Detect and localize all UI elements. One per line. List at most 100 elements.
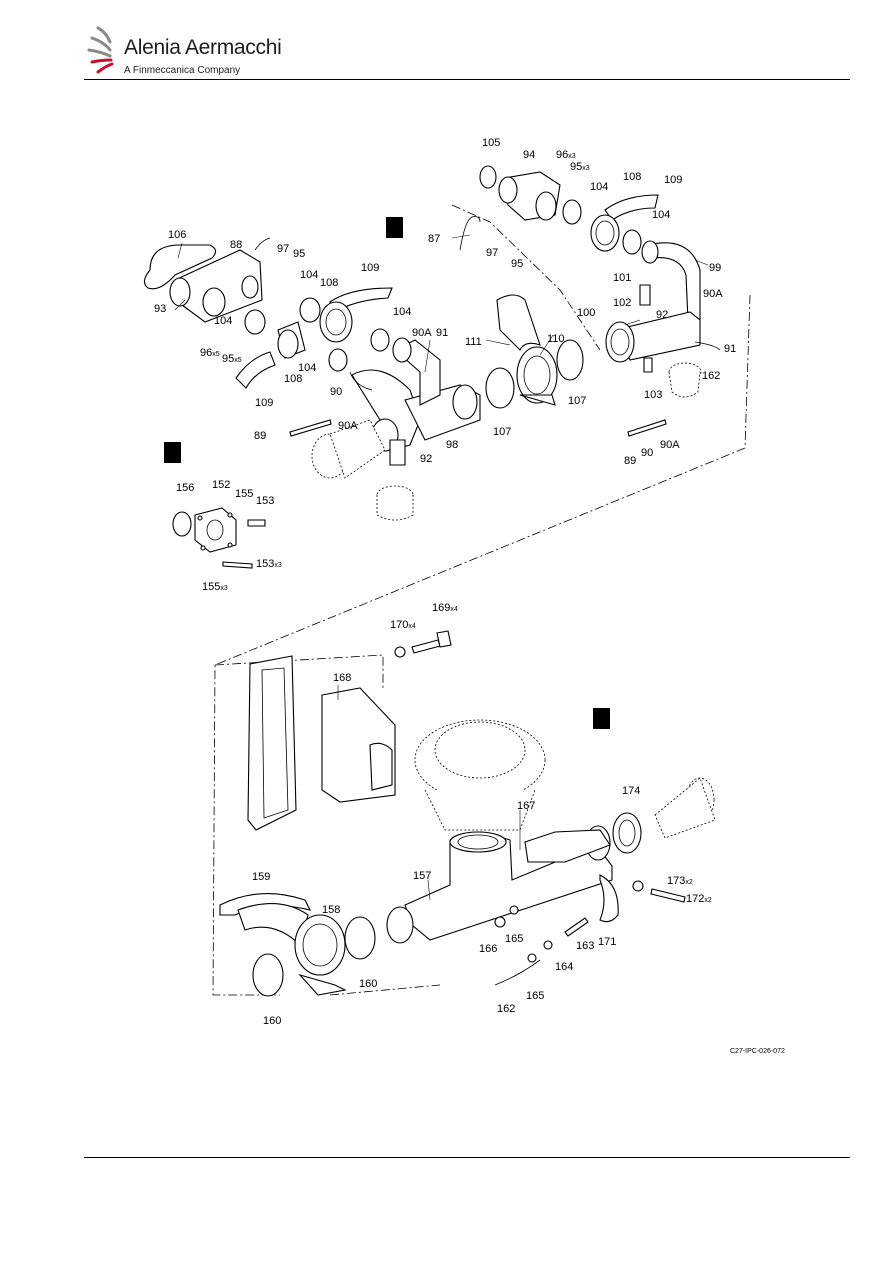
callout-105: 105 bbox=[482, 137, 500, 149]
callout-87: 87 bbox=[428, 233, 440, 245]
leader-lines bbox=[174, 234, 709, 901]
callout-96-x3: 96x3 bbox=[556, 149, 576, 161]
callout-159: 159 bbox=[252, 871, 270, 883]
callout-91: 91 bbox=[724, 343, 736, 355]
logo-mark-icon bbox=[87, 26, 114, 74]
callout-156: 156 bbox=[176, 482, 194, 494]
callout-111: 111 bbox=[465, 336, 482, 348]
logo-company-name: Alenia Aermacchi bbox=[124, 36, 282, 59]
callout-108: 108 bbox=[284, 373, 302, 385]
view-f-label: F bbox=[167, 446, 176, 463]
callout-89: 89 bbox=[254, 430, 266, 442]
view-e-tag bbox=[386, 217, 403, 238]
callout-104: 104 bbox=[298, 362, 316, 374]
callout-165: 165 bbox=[505, 933, 523, 945]
view-g-assembly bbox=[219, 630, 716, 997]
callout-multiplier: x3 bbox=[568, 153, 576, 160]
callout-164: 164 bbox=[555, 961, 573, 973]
view-g-label: G bbox=[595, 712, 607, 729]
callout-100: 100 bbox=[577, 307, 595, 319]
callout-155-x3: 155x3 bbox=[202, 581, 228, 593]
callout-162: 162 bbox=[497, 1003, 515, 1015]
callout-171: 171 bbox=[598, 936, 616, 948]
callout-91: 91 bbox=[436, 327, 448, 339]
callout-94: 94 bbox=[523, 149, 535, 161]
callout-101: 101 bbox=[613, 272, 631, 284]
callout-153-x3: 153x3 bbox=[256, 558, 282, 570]
view-e-label: E bbox=[389, 221, 399, 238]
callout-155: 155 bbox=[235, 488, 253, 500]
logo-company-subtitle: A Finmeccanica Company bbox=[124, 65, 241, 76]
callout-multiplier: x4 bbox=[408, 623, 416, 630]
header-rule bbox=[84, 79, 850, 80]
callout-158: 158 bbox=[322, 904, 340, 916]
callout-92: 92 bbox=[420, 453, 432, 465]
callout-90A: 90A bbox=[412, 327, 432, 339]
callout-173-x2: 173x2 bbox=[667, 875, 693, 887]
callout-172-x2: 172x2 bbox=[686, 893, 712, 905]
callout-95: 95 bbox=[293, 248, 305, 260]
footer-rule bbox=[84, 1157, 850, 1158]
callout-96-x5: 96x5 bbox=[200, 347, 220, 359]
callout-166: 166 bbox=[479, 943, 497, 955]
company-logo: Alenia Aermacchi A Finmeccanica Company bbox=[84, 22, 304, 80]
view-f-tag bbox=[164, 442, 181, 463]
callout-92: 92 bbox=[656, 309, 668, 321]
view-e-assembly bbox=[143, 165, 721, 521]
callout-88: 88 bbox=[230, 239, 242, 251]
callout-168: 168 bbox=[333, 672, 351, 684]
callout-89: 89 bbox=[624, 455, 636, 467]
callout-174: 174 bbox=[622, 785, 640, 797]
callout-multiplier: x2 bbox=[704, 897, 712, 904]
callout-multiplier: x5 bbox=[212, 351, 220, 358]
callout-97: 97 bbox=[277, 243, 289, 255]
callout-multiplier: x4 bbox=[450, 606, 458, 613]
callout-107: 107 bbox=[493, 426, 511, 438]
callout-108: 108 bbox=[623, 171, 641, 183]
callout-98: 98 bbox=[446, 439, 458, 451]
callout-153: 153 bbox=[256, 495, 274, 507]
callout-93: 93 bbox=[154, 303, 166, 315]
callout-110: 110 bbox=[547, 333, 565, 345]
callout-108: 108 bbox=[320, 277, 338, 289]
callout-163: 163 bbox=[576, 940, 594, 952]
callout-103: 103 bbox=[644, 389, 662, 401]
callout-90A: 90A bbox=[703, 288, 723, 300]
callout-95-x3: 95x3 bbox=[570, 161, 590, 173]
callout-107: 107 bbox=[568, 395, 586, 407]
callout-165: 165 bbox=[526, 990, 544, 1002]
callout-109: 109 bbox=[664, 174, 682, 186]
callout-160: 160 bbox=[359, 978, 377, 990]
callout-multiplier: x3 bbox=[220, 585, 228, 592]
callout-90: 90 bbox=[641, 447, 653, 459]
callout-170-x4: 170x4 bbox=[390, 619, 416, 631]
callout-109: 109 bbox=[255, 397, 273, 409]
callout-104: 104 bbox=[214, 315, 232, 327]
callout-167: 167 bbox=[517, 800, 535, 812]
callout-104: 104 bbox=[652, 209, 670, 221]
callout-157: 157 bbox=[413, 870, 431, 882]
callout-102: 102 bbox=[613, 297, 631, 309]
callout-104: 104 bbox=[300, 269, 318, 281]
callout-multiplier: x5 bbox=[234, 357, 242, 364]
callout-90A: 90A bbox=[660, 439, 680, 451]
callout-multiplier: x3 bbox=[274, 562, 282, 569]
view-f-assembly bbox=[172, 507, 266, 569]
callout-95-x5: 95x5 bbox=[222, 353, 242, 365]
callout-99: 99 bbox=[709, 262, 721, 274]
callout-160: 160 bbox=[263, 1015, 281, 1027]
callout-104: 104 bbox=[393, 306, 411, 318]
callout-90: 90 bbox=[330, 386, 342, 398]
callout-90A: 90A bbox=[338, 420, 358, 432]
callout-multiplier: x3 bbox=[582, 165, 590, 172]
callout-162: 162 bbox=[702, 370, 720, 382]
figure-reference: C27-IPC-026-072 bbox=[730, 1048, 785, 1055]
callout-104: 104 bbox=[590, 181, 608, 193]
view-g-tag bbox=[593, 708, 610, 729]
callout-multiplier: x2 bbox=[685, 879, 693, 886]
callout-152: 152 bbox=[212, 479, 230, 491]
callout-109: 109 bbox=[361, 262, 379, 274]
callout-169-x4: 169x4 bbox=[432, 602, 458, 614]
